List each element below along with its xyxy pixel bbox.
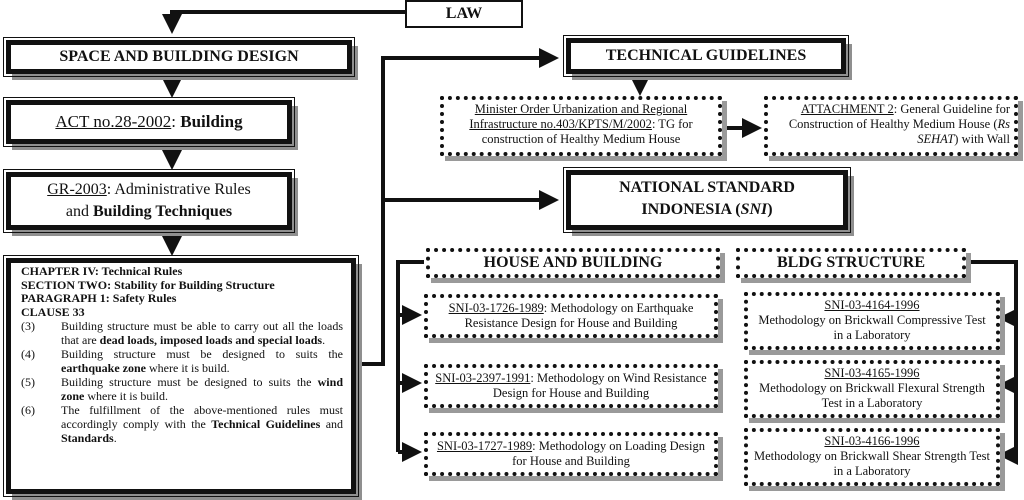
attachment-text: : General Guideline for Construction of … bbox=[788, 102, 1010, 131]
gr-text: : Administrative Rules bbox=[106, 181, 251, 198]
chapter-line2: SECTION TWO: Stability for Building Stru… bbox=[21, 277, 275, 292]
house-item-text: : Methodology on Loading Design for Hous… bbox=[512, 439, 706, 468]
act-box: ACT no.28-2002: Building bbox=[3, 97, 295, 147]
gr-and: and bbox=[65, 203, 93, 220]
bldg-item-ref: SNI-03-4166-1996 bbox=[824, 434, 920, 448]
chapter-box: CHAPTER IV: Technical Rules SECTION TWO:… bbox=[3, 255, 359, 497]
bldg-item-text: Methodology on Brickwall Shear Strength … bbox=[753, 449, 991, 478]
bldg-item-3: SNI-03-4166-1996 Methodology on Brickwal… bbox=[744, 428, 1000, 486]
house-building-box: HOUSE AND BUILDING bbox=[426, 248, 720, 278]
act-sep: : bbox=[171, 112, 181, 131]
bldg-item-1: SNI-03-4164-1996 Methodology on Brickwal… bbox=[744, 292, 1000, 350]
minister-ref: Minister Order Urbanization and Regional… bbox=[469, 102, 688, 131]
technical-guidelines-box: TECHNICAL GUIDELINES bbox=[563, 35, 849, 77]
house-item-3: SNI-03-1727-1989: Methodology on Loading… bbox=[424, 432, 718, 476]
clause-num: (6) bbox=[21, 403, 35, 417]
law-label: LAW bbox=[445, 5, 483, 22]
clause-end: where it is build. bbox=[146, 361, 230, 375]
clause-text: Building structure must be designed to s… bbox=[61, 375, 318, 389]
act-name: Building bbox=[180, 112, 243, 131]
arrow-chapter-to-tech bbox=[357, 48, 559, 366]
house-building-label: HOUSE AND BUILDING bbox=[483, 254, 663, 271]
national-standard-box: NATIONAL STANDARD INDONESIA (SNI) bbox=[563, 167, 851, 233]
arrow-house-bracket bbox=[396, 260, 424, 452]
chapter-line1: CHAPTER IV: Technical Rules bbox=[21, 264, 183, 278]
clause-text: Building structure must be designed to s… bbox=[61, 347, 343, 361]
clause-bold: dead loads, imposed loads and special lo… bbox=[99, 333, 323, 347]
sni-line2b: ) bbox=[767, 201, 773, 218]
clause-num: (3) bbox=[21, 319, 35, 333]
clause-mid: and bbox=[320, 417, 344, 431]
act-ref: ACT no.28-2002 bbox=[55, 112, 172, 131]
bldg-item-text: Methodology on Brickwall Compressive Tes… bbox=[758, 313, 986, 342]
clause-end: where it is build. bbox=[84, 389, 168, 403]
attachment-italic: Rs SEHAT bbox=[917, 117, 1010, 146]
attachment-ref: ATTACHMENT 2 bbox=[800, 102, 894, 116]
arrow-law-to-space bbox=[162, 10, 405, 34]
house-item-text: : Methodology on Wind Resistance Design … bbox=[492, 371, 707, 400]
sni-line2-italic: SNI bbox=[740, 201, 768, 218]
gr-box: GR-2003: Administrative Rules and Buildi… bbox=[3, 169, 295, 233]
gr-ref: GR-2003 bbox=[47, 181, 107, 198]
space-building-design-box: SPACE AND BUILDING DESIGN bbox=[3, 37, 355, 77]
gr-bold: Building Techniques bbox=[92, 203, 233, 220]
bldg-item-ref: SNI-03-4164-1996 bbox=[824, 298, 920, 312]
chapter-line4: CLAUSE 33 bbox=[21, 304, 85, 319]
clause-bold-2: Standards bbox=[61, 431, 114, 445]
clause-item: (3) Building structure must be able to c… bbox=[21, 319, 343, 347]
space-building-design-label: SPACE AND BUILDING DESIGN bbox=[59, 48, 299, 65]
bldg-item-text: Methodology on Brickwall Flexural Streng… bbox=[759, 381, 985, 410]
bldg-item-ref: SNI-03-4165-1996 bbox=[824, 366, 920, 380]
bldg-structure-label: BLDG STRUCTURE bbox=[776, 254, 926, 271]
clause-bold: wind zone bbox=[61, 375, 343, 403]
house-item-ref: SNI-03-2397-1991 bbox=[435, 371, 531, 385]
technical-guidelines-label: TECHNICAL GUIDELINES bbox=[605, 47, 807, 64]
minister-text: : TG for construction of Healthy Medium … bbox=[481, 117, 693, 146]
clause-end: . bbox=[113, 431, 117, 445]
clause-item: (5) Building structure must be designed … bbox=[21, 375, 343, 403]
minister-order-box: Minister Order Urbanization and Regional… bbox=[440, 96, 722, 156]
clause-end: . bbox=[322, 333, 326, 347]
bldg-structure-box: BLDG STRUCTURE bbox=[736, 248, 966, 278]
bldg-item-2: SNI-03-4165-1996 Methodology on Brickwal… bbox=[744, 360, 1000, 418]
clause-num: (4) bbox=[21, 347, 35, 361]
sni-line1: NATIONAL STANDARD bbox=[619, 179, 795, 196]
chapter-line3: PARAGRAPH 1: Safety Rules bbox=[21, 291, 177, 305]
clause-bold: earthquake zone bbox=[61, 361, 146, 375]
clause-item: (6) The fulfillment of the above-mention… bbox=[21, 403, 343, 445]
clause-bold: Technical Guidelines bbox=[211, 417, 321, 431]
sni-line2a: INDONESIA ( bbox=[641, 201, 741, 218]
clause-item: (4) Building structure must be designed … bbox=[21, 347, 343, 375]
clause-text: The fulfillment of the above-mentioned r… bbox=[61, 403, 343, 431]
clause-num: (5) bbox=[21, 375, 35, 389]
house-item-ref: SNI-03-1727-1989 bbox=[436, 439, 533, 453]
house-item-text: : Methodology on Earthquake Resistance D… bbox=[464, 301, 694, 330]
house-item-1: SNI-03-1726-1989: Methodology on Earthqu… bbox=[424, 294, 718, 338]
house-item-2: SNI-03-2397-1991: Methodology on Wind Re… bbox=[424, 364, 718, 408]
clause-text: Building structure must be able to carry… bbox=[61, 319, 343, 347]
attachment-end: ) with Wall bbox=[954, 132, 1010, 146]
house-item-ref: SNI-03-1726-1989 bbox=[448, 301, 544, 315]
law-box: LAW bbox=[405, 0, 523, 28]
arrow-bldg-bracket bbox=[965, 260, 1018, 455]
attachment-box: ATTACHMENT 2: General Guideline for Cons… bbox=[764, 96, 1018, 156]
